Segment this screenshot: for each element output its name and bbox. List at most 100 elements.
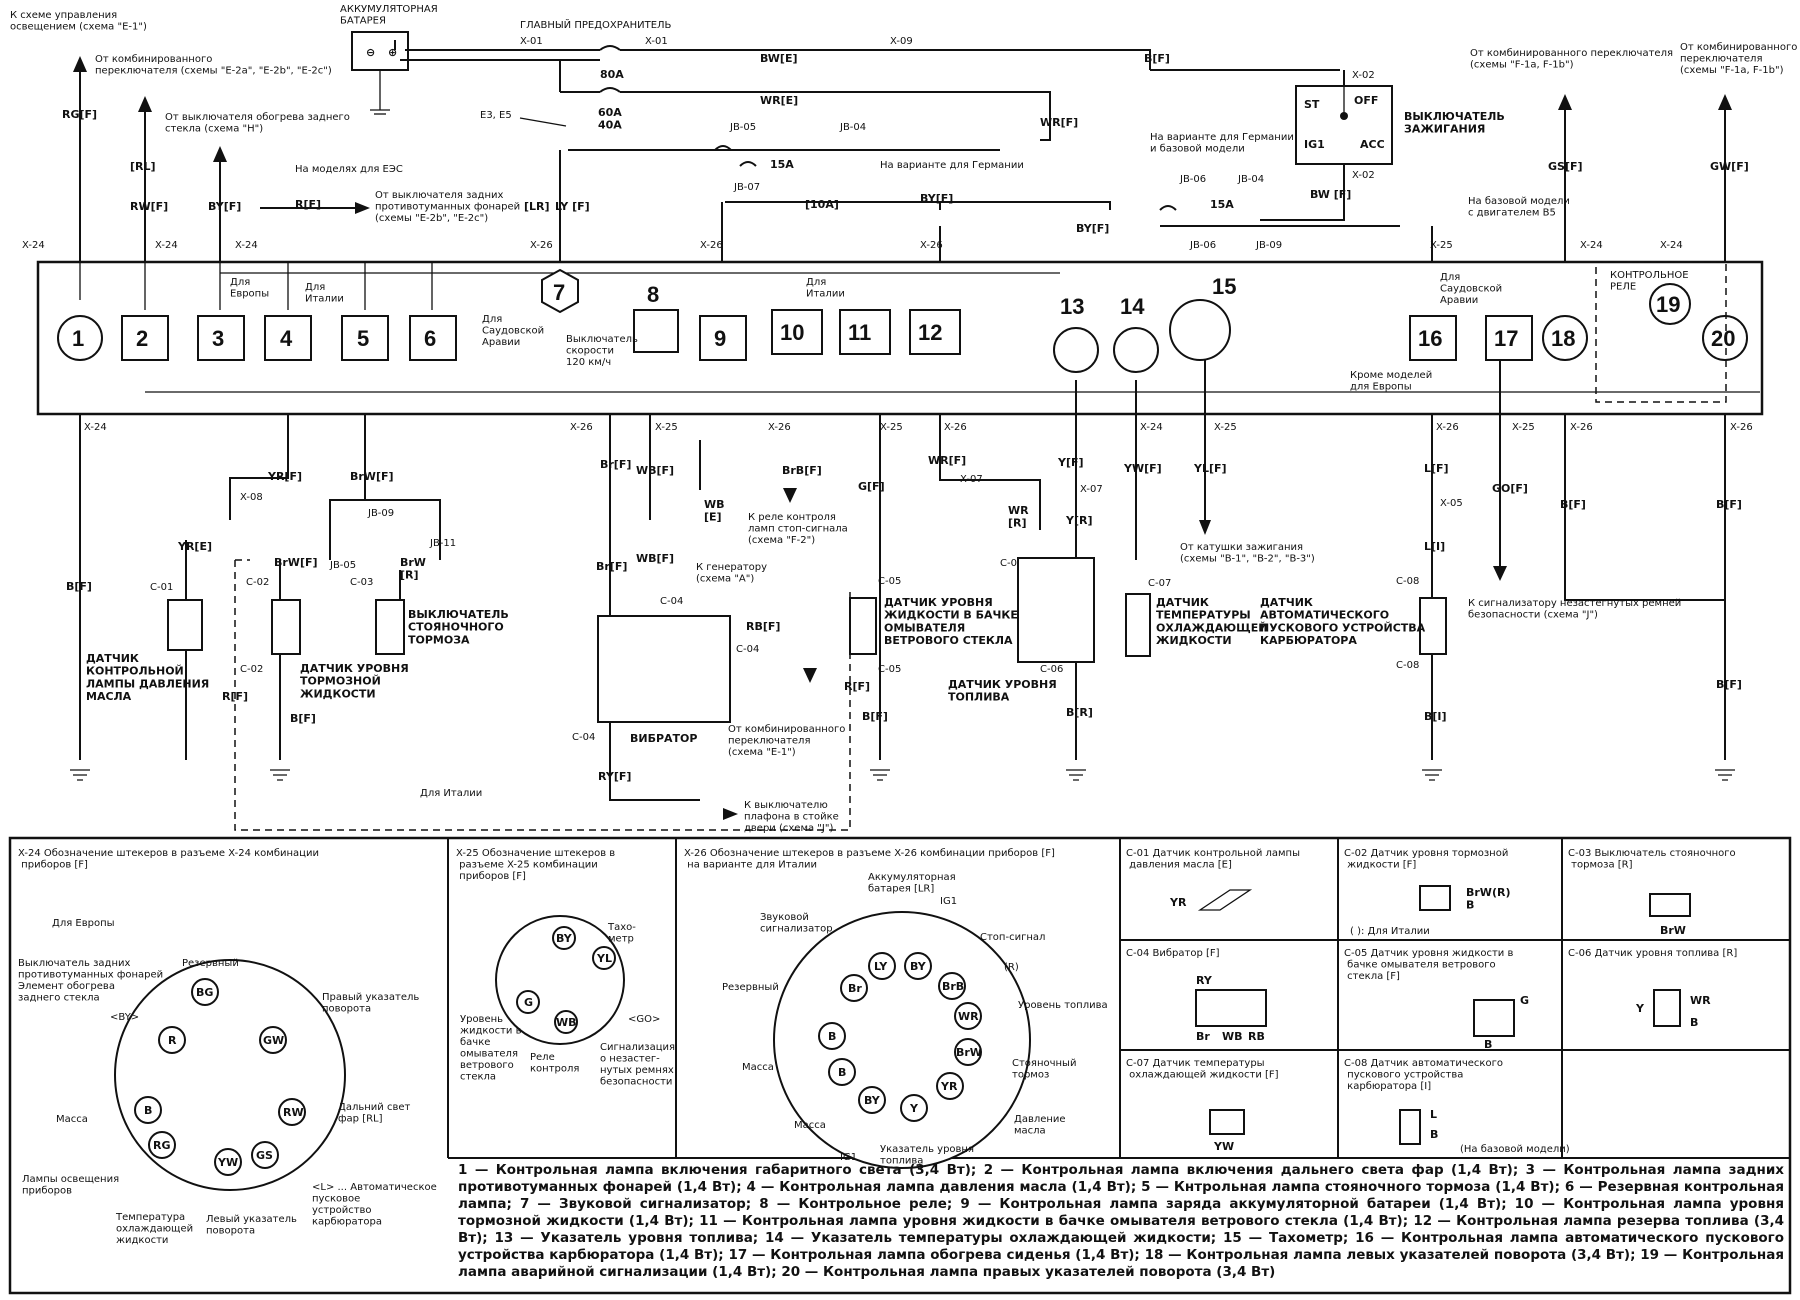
cluster-elements: 1 2 3 4 5 6 7 8 9 10 11 12 13 14 15 16 1… (57, 261, 1748, 403)
svg-text:B[F]: B[F] (1716, 678, 1742, 691)
upper-wire-labels: RG[F] [RL] RW[F] BY[F] R[F] [LR] LY [F] … (62, 108, 1749, 235)
svg-text:X-24: X-24 (1660, 240, 1683, 251)
svg-text:X-24: X-24 (1140, 422, 1163, 433)
svg-text:RG[F]: RG[F] (62, 108, 97, 121)
svg-text:B[F]: B[F] (862, 710, 888, 723)
svg-text:GO[F]: GO[F] (1492, 482, 1528, 495)
svg-text:YL: YL (596, 952, 612, 965)
svg-text:5: 5 (357, 326, 369, 351)
combo-ref-right-1: От комбинированного переключателя(схемы … (1470, 48, 1673, 71)
svg-text:8: 8 (647, 282, 659, 307)
svg-text:X-01: X-01 (520, 36, 543, 47)
svg-text:C-02: C-02 (246, 577, 269, 588)
svg-text:X-01: X-01 (645, 36, 668, 47)
svg-text:3: 3 (212, 326, 224, 351)
svg-text:G: G (1520, 994, 1529, 1007)
svg-text:WB: WB (556, 1016, 577, 1029)
svg-text:9: 9 (714, 326, 726, 351)
svg-text:X-07: X-07 (1080, 484, 1103, 495)
svg-text:ST: ST (1304, 98, 1320, 111)
svg-text:X-26: X-26 (1436, 422, 1459, 433)
svg-text:C-06: C-06 (1000, 558, 1023, 569)
fuse-60a (560, 87, 621, 93)
svg-text:RY[F]: RY[F] (598, 770, 631, 783)
svg-text:C-08 Датчик автоматического: C-08 Датчик автоматического пускового ус… (1344, 1058, 1503, 1092)
svg-text:Y: Y (1635, 1002, 1645, 1015)
svg-text:B: B (1690, 1016, 1698, 1029)
control-relay-box (1595, 261, 1727, 403)
svg-text:BY: BY (910, 960, 927, 973)
svg-text:[LR]: [LR] (524, 200, 550, 213)
svg-text:X-25: X-25 (1214, 422, 1237, 433)
svg-text:R[F]: R[F] (844, 680, 870, 693)
svg-text:IG1: IG1 (940, 896, 957, 907)
svg-text:X-25: X-25 (1512, 422, 1535, 433)
svg-text:15A: 15A (1210, 198, 1234, 211)
svg-text:2: 2 (136, 326, 148, 351)
svg-text:Br: Br (1196, 1030, 1210, 1043)
svg-text:X-25: X-25 (655, 422, 678, 433)
jb-labels: JB-05 JB-04 JB-07 JB-06 JB-04 JB-06 JB-0… (729, 122, 1282, 251)
svg-text:B: B (1430, 1128, 1438, 1141)
svg-text:RW[F]: RW[F] (130, 200, 168, 213)
svg-text:X-26: X-26 (700, 240, 723, 251)
svg-text:RB: RB (1248, 1030, 1265, 1043)
svg-text:IG1: IG1 (1304, 138, 1325, 151)
svg-text:WB[F]: WB[F] (636, 552, 674, 565)
svg-text:WR[R]: WR[R] (1008, 504, 1029, 530)
svg-text:X-08: X-08 (240, 492, 263, 503)
svg-text:C-06: C-06 (1040, 664, 1063, 675)
svg-text:(R): (R) (1004, 962, 1019, 973)
svg-text:(На базовой модели): (На базовой модели) (1460, 1144, 1570, 1155)
svg-text:Br[F]: Br[F] (600, 458, 631, 471)
svg-text:К генератору(схема "A"): К генератору(схема "A") (696, 562, 767, 585)
svg-text:B: B (1484, 1038, 1492, 1051)
svg-text:BG: BG (196, 986, 213, 999)
svg-text:GW[F]: GW[F] (1710, 160, 1749, 173)
instrument-cluster-frame (36, 260, 1764, 416)
svg-text:GS[F]: GS[F] (1548, 160, 1583, 173)
svg-text:X-09: X-09 (890, 36, 913, 47)
svg-text:10: 10 (780, 320, 804, 345)
svg-text:GW: GW (263, 1034, 284, 1047)
svg-text:1: 1 (72, 326, 84, 351)
svg-text:JB-04: JB-04 (839, 122, 866, 133)
svg-text:C-02: C-02 (240, 664, 263, 675)
svg-text:RW: RW (283, 1106, 304, 1119)
ground-symbols (70, 769, 1735, 781)
svg-text:[RL]: [RL] (130, 160, 156, 173)
svg-text:BrB[F]: BrB[F] (782, 464, 822, 477)
svg-text:C-08: C-08 (1396, 576, 1419, 587)
svg-text:WR: WR (1690, 994, 1711, 1007)
svg-text:[10A]: [10A] (805, 198, 839, 211)
svg-text:BrW[F]: BrW[F] (274, 556, 318, 569)
svg-text:R[F]: R[F] (295, 198, 321, 211)
svg-text:Y[F]: Y[F] (1057, 456, 1084, 469)
svg-text:Масса: Масса (742, 1062, 774, 1073)
svg-text:YR: YR (940, 1080, 958, 1093)
svg-text:Для Европы: Для Европы (52, 918, 115, 929)
top-connector-labels: X-01 X-01 X-09 X-02 X-02 (520, 36, 1375, 181)
svg-text:JB-06: JB-06 (1189, 240, 1216, 251)
svg-text:G: G (524, 996, 533, 1009)
svg-text:X-26: X-26 (1570, 422, 1593, 433)
